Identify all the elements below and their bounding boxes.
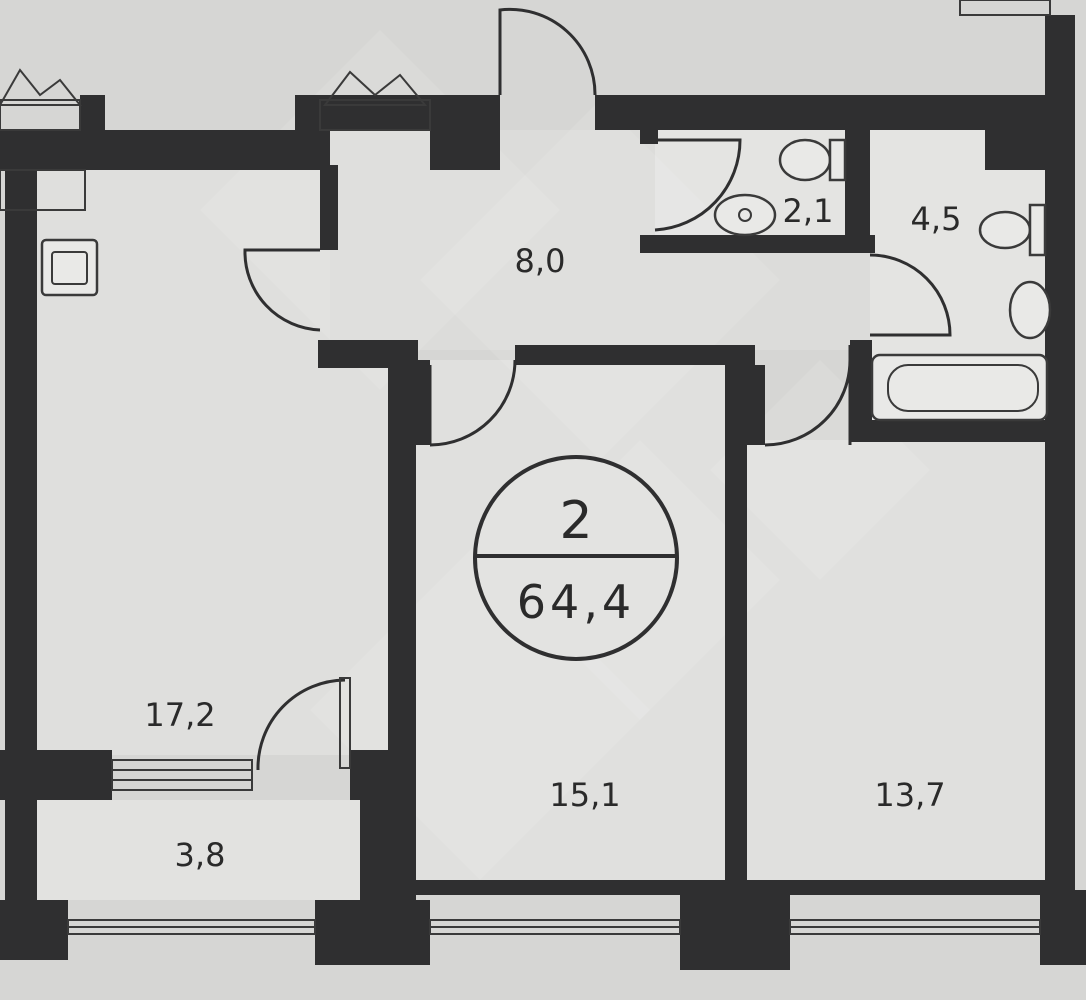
doors — [243, 7, 952, 771]
toilet-icon — [978, 203, 1047, 257]
bedroom1-area: 15,1 — [549, 776, 620, 814]
fixtures — [40, 138, 1052, 422]
walls — [0, 15, 1086, 970]
bedroom2-area: 13,7 — [874, 776, 945, 814]
bathroom-area: 4,5 — [911, 200, 962, 238]
balcony-floor — [36, 800, 366, 900]
apartment-badge: 2 64,4 — [473, 455, 679, 661]
ac-units — [0, 0, 1051, 106]
balcony-area: 3,8 — [175, 836, 226, 874]
bedroom2-floor — [745, 440, 1055, 895]
sink-icon — [713, 193, 777, 237]
total-area: 64,4 — [517, 575, 635, 629]
sink-icon — [1008, 280, 1052, 340]
kitchen-sink-icon — [40, 238, 99, 297]
bathtub-icon — [870, 353, 1049, 422]
rooms-count: 2 — [559, 491, 592, 551]
room-labels: 17,2 8,0 2,1 4,5 15,1 13,7 3,8 — [144, 192, 961, 874]
hall-area: 8,0 — [515, 242, 566, 280]
living-room-area: 17,2 — [144, 696, 215, 734]
wc-area: 2,1 — [783, 192, 834, 230]
toilet-icon — [778, 138, 847, 182]
windows — [0, 99, 1041, 935]
